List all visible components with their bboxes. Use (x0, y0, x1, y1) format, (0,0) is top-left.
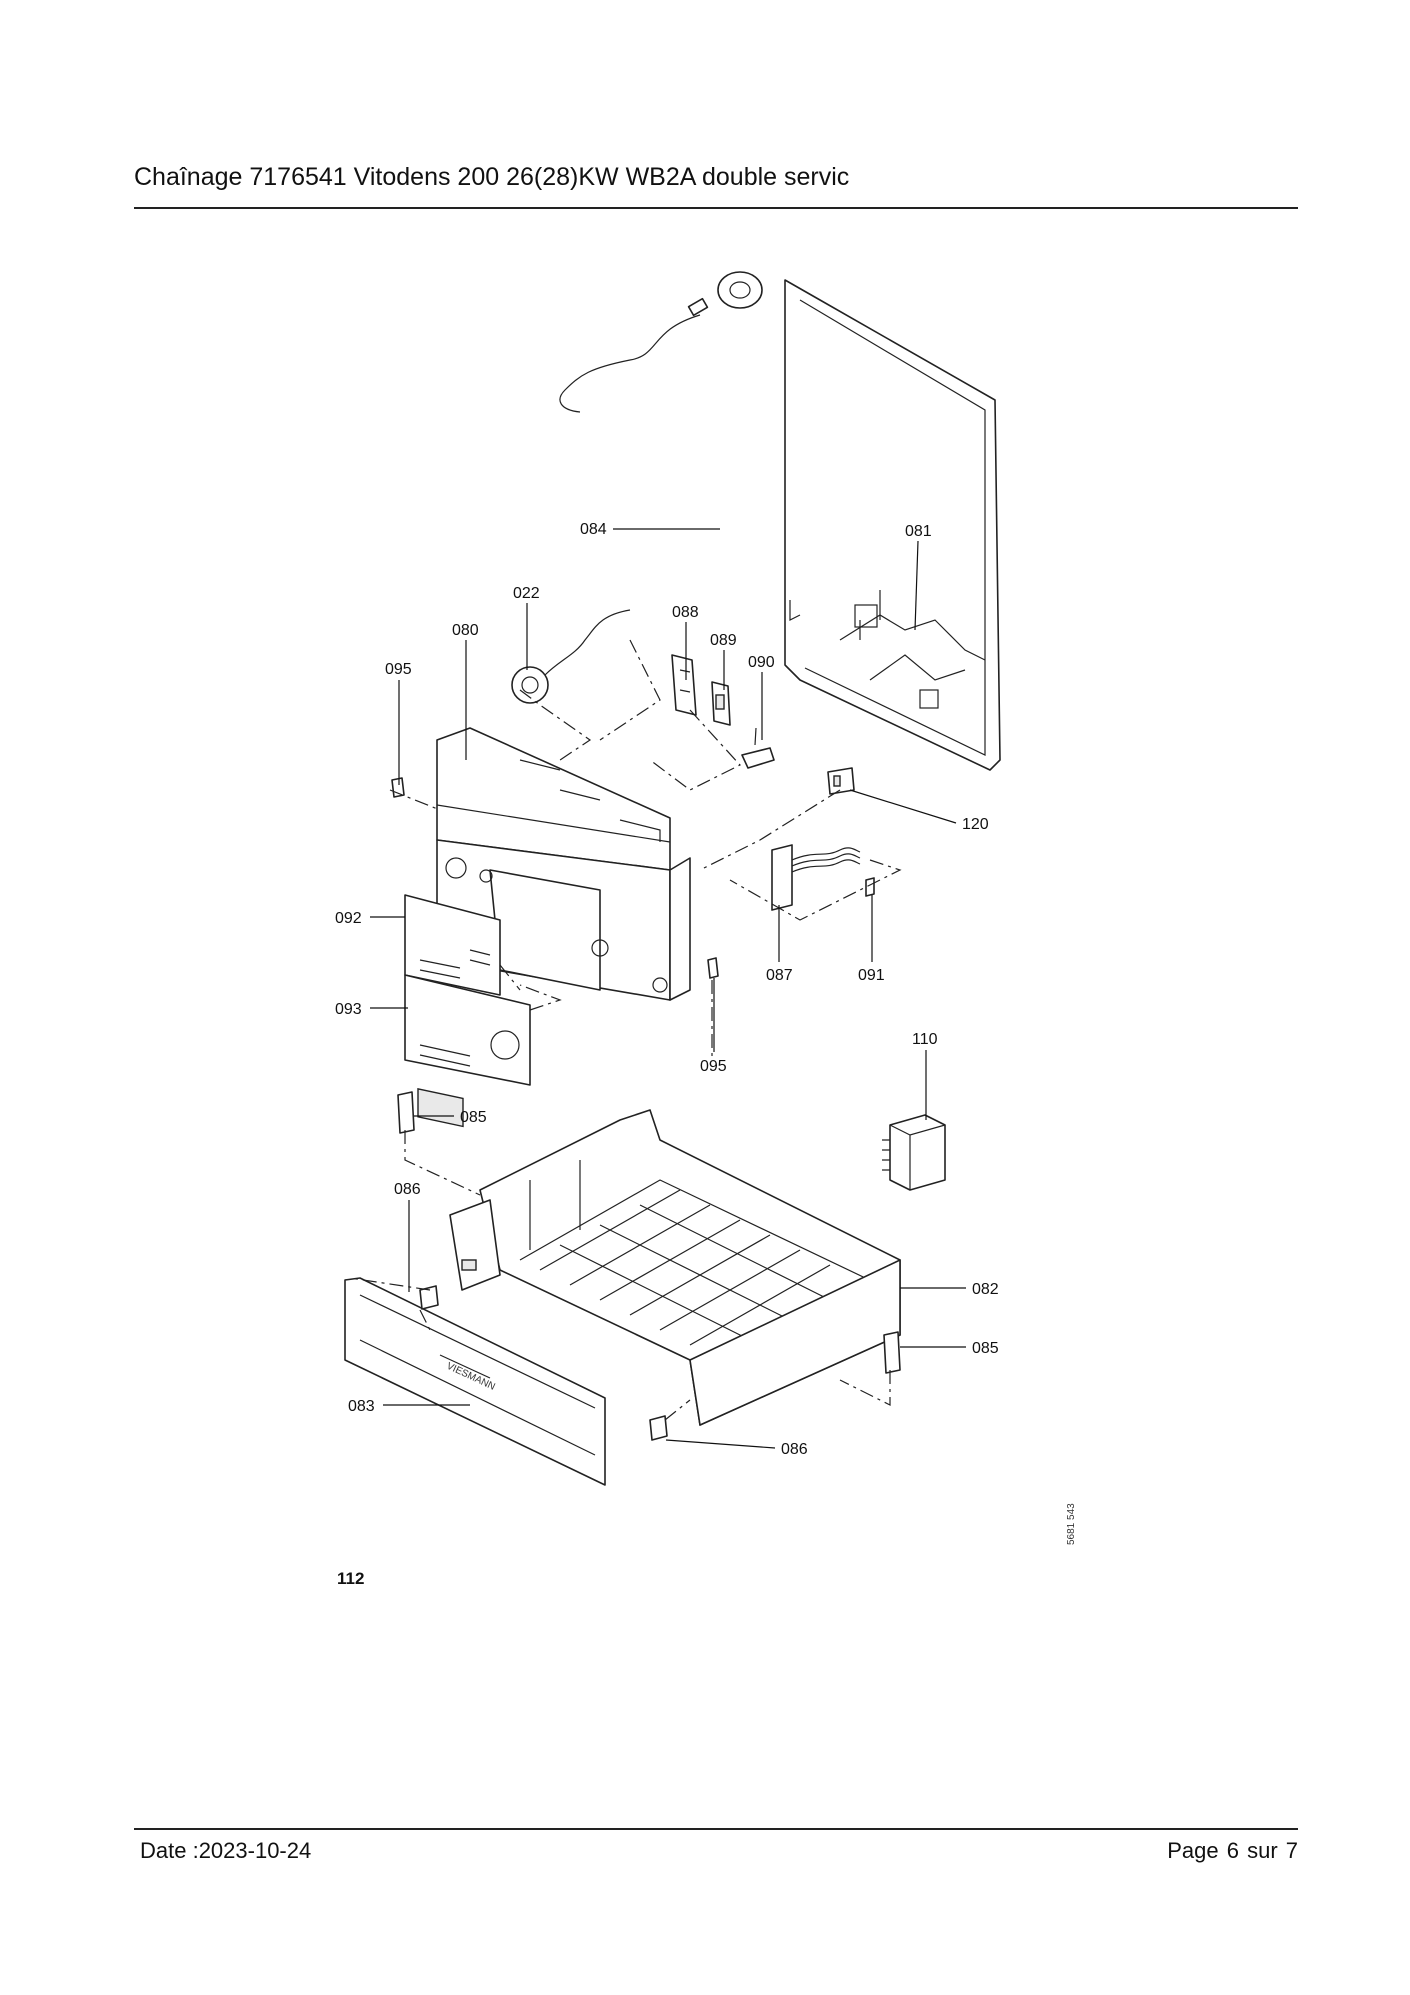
callout-084: 084 (580, 521, 607, 538)
callout-086-upper: 086 (394, 1181, 421, 1198)
part-088-bracket (671, 654, 697, 716)
callout-082: 082 (972, 1281, 999, 1298)
part-093-programming-unit (404, 974, 531, 1128)
drawing-code: 5681 543 (1066, 1503, 1077, 1545)
callout-085-upper: 085 (460, 1109, 487, 1126)
callout-095-upper: 095 (385, 661, 412, 678)
callout-083: 083 (348, 1398, 375, 1415)
part-086-clip-a (419, 1285, 439, 1310)
part-022-component (511, 609, 631, 704)
part-087-board (771, 844, 861, 911)
page-number: Page 6 sur 7 (1167, 1838, 1298, 1863)
part-090-clip (741, 727, 775, 769)
callout-110: 110 (912, 1031, 938, 1048)
callout-085-lower: 085 (972, 1340, 999, 1357)
callout-081: 081 (905, 523, 932, 540)
callout-088: 088 (672, 604, 699, 621)
sensor-cable (559, 314, 701, 413)
header-rule (134, 207, 1298, 209)
part-091-screw (865, 877, 875, 897)
part-086-clip-b (649, 1415, 668, 1441)
leader-lines (370, 528, 966, 1449)
callout-091: 091 (858, 967, 885, 984)
part-095-clip-a (391, 777, 405, 798)
part-080-control-box (436, 727, 691, 1001)
footer-rule (134, 1828, 1298, 1830)
callout-080: 080 (452, 622, 479, 639)
figure-number: 112 (337, 1569, 364, 1588)
callout-092: 092 (335, 910, 362, 927)
part-083-front-cover: VIESMANN (344, 1277, 606, 1486)
callout-093: 093 (335, 1001, 362, 1018)
callout-089: 089 (710, 632, 737, 649)
callout-087: 087 (766, 967, 793, 984)
callout-086-lower: 086 (781, 1441, 808, 1458)
callout-120: 120 (962, 816, 989, 833)
callout-090: 090 (748, 654, 775, 671)
part-110-module (882, 1114, 946, 1191)
part-120-connector (827, 767, 855, 795)
page-title: Chaînage 7176541 Vitodens 200 26(28)KW W… (134, 163, 850, 191)
part-085-clip-a (397, 1091, 415, 1134)
part-095-clip-b (707, 957, 719, 979)
part-082-base-tray (449, 1109, 901, 1426)
callout-labels: 084 081 022 080 088 089 090 095 120 092 … (335, 521, 999, 1458)
callout-095-lower: 095 (700, 1058, 727, 1075)
callout-022: 022 (513, 585, 540, 602)
footer-date: Date :2023-10-24 (140, 1838, 312, 1863)
part-081-rear-housing (784, 279, 1001, 771)
part-084-sensor (687, 271, 763, 317)
part-089-fuse-holder (711, 681, 731, 726)
part-085-clip-b (883, 1331, 901, 1374)
assembly-lines (349, 639, 902, 1421)
